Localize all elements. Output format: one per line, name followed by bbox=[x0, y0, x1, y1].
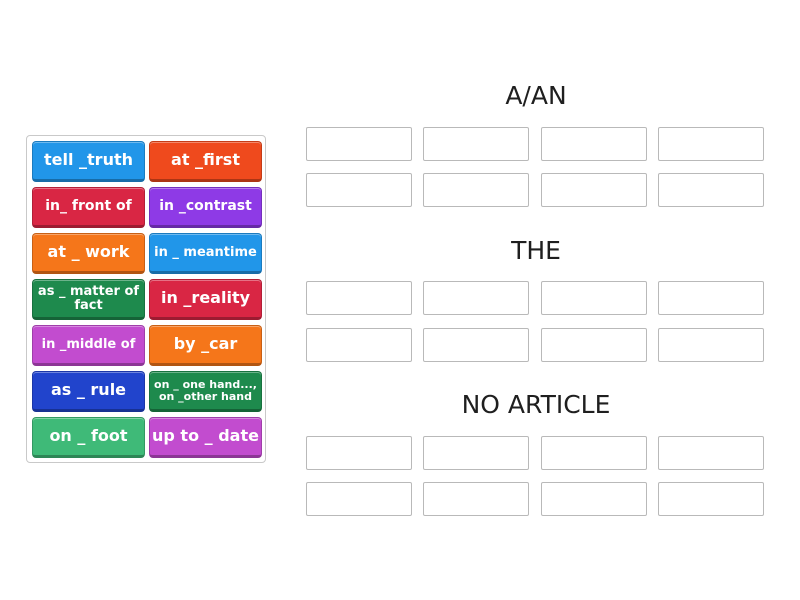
word-tile[interactable]: on _ foot bbox=[32, 417, 145, 458]
drop-slot[interactable] bbox=[306, 127, 412, 161]
drop-slot[interactable] bbox=[541, 436, 647, 470]
drop-slot[interactable] bbox=[658, 436, 764, 470]
drop-slot[interactable] bbox=[423, 328, 529, 362]
drop-slot[interactable] bbox=[306, 436, 412, 470]
category-title-a-an: A/AN bbox=[505, 81, 567, 110]
drop-slot[interactable] bbox=[306, 173, 412, 207]
word-tile[interactable]: at _first bbox=[149, 141, 262, 182]
drop-slot[interactable] bbox=[658, 281, 764, 315]
drop-slot[interactable] bbox=[423, 482, 529, 516]
drop-slot[interactable] bbox=[306, 482, 412, 516]
drop-slot[interactable] bbox=[658, 173, 764, 207]
word-tile[interactable]: in _reality bbox=[149, 279, 262, 320]
drop-slot[interactable] bbox=[541, 328, 647, 362]
word-tile[interactable]: at _ work bbox=[32, 233, 145, 274]
word-tile[interactable]: in_ front of bbox=[32, 187, 145, 228]
word-tile[interactable]: by _car bbox=[149, 325, 262, 366]
word-tile[interactable]: as _ rule bbox=[32, 371, 145, 412]
drop-slot[interactable] bbox=[541, 482, 647, 516]
drop-slot[interactable] bbox=[541, 127, 647, 161]
drop-slot[interactable] bbox=[658, 328, 764, 362]
word-tile[interactable]: tell _truth bbox=[32, 141, 145, 182]
drop-slot[interactable] bbox=[423, 173, 529, 207]
tile-bank: tell _truth at _first in_ front of in _c… bbox=[26, 135, 266, 463]
word-tile[interactable]: as _ matter of fact bbox=[32, 279, 145, 320]
drop-slot[interactable] bbox=[306, 281, 412, 315]
word-tile[interactable]: on _ one hand..., on _other hand bbox=[149, 371, 262, 412]
category-title-the: THE bbox=[511, 236, 561, 265]
drop-slot[interactable] bbox=[541, 173, 647, 207]
word-tile[interactable]: in _middle of bbox=[32, 325, 145, 366]
drop-slot[interactable] bbox=[423, 436, 529, 470]
word-tile[interactable]: in _contrast bbox=[149, 187, 262, 228]
word-tile[interactable]: up to _ date bbox=[149, 417, 262, 458]
drop-slot[interactable] bbox=[658, 482, 764, 516]
drop-slot[interactable] bbox=[423, 127, 529, 161]
drop-slot[interactable] bbox=[541, 281, 647, 315]
word-tile[interactable]: in _ meantime bbox=[149, 233, 262, 274]
category-title-no-article: NO ARTICLE bbox=[461, 390, 611, 419]
drop-slot[interactable] bbox=[658, 127, 764, 161]
drop-slot[interactable] bbox=[423, 281, 529, 315]
drop-slot[interactable] bbox=[306, 328, 412, 362]
